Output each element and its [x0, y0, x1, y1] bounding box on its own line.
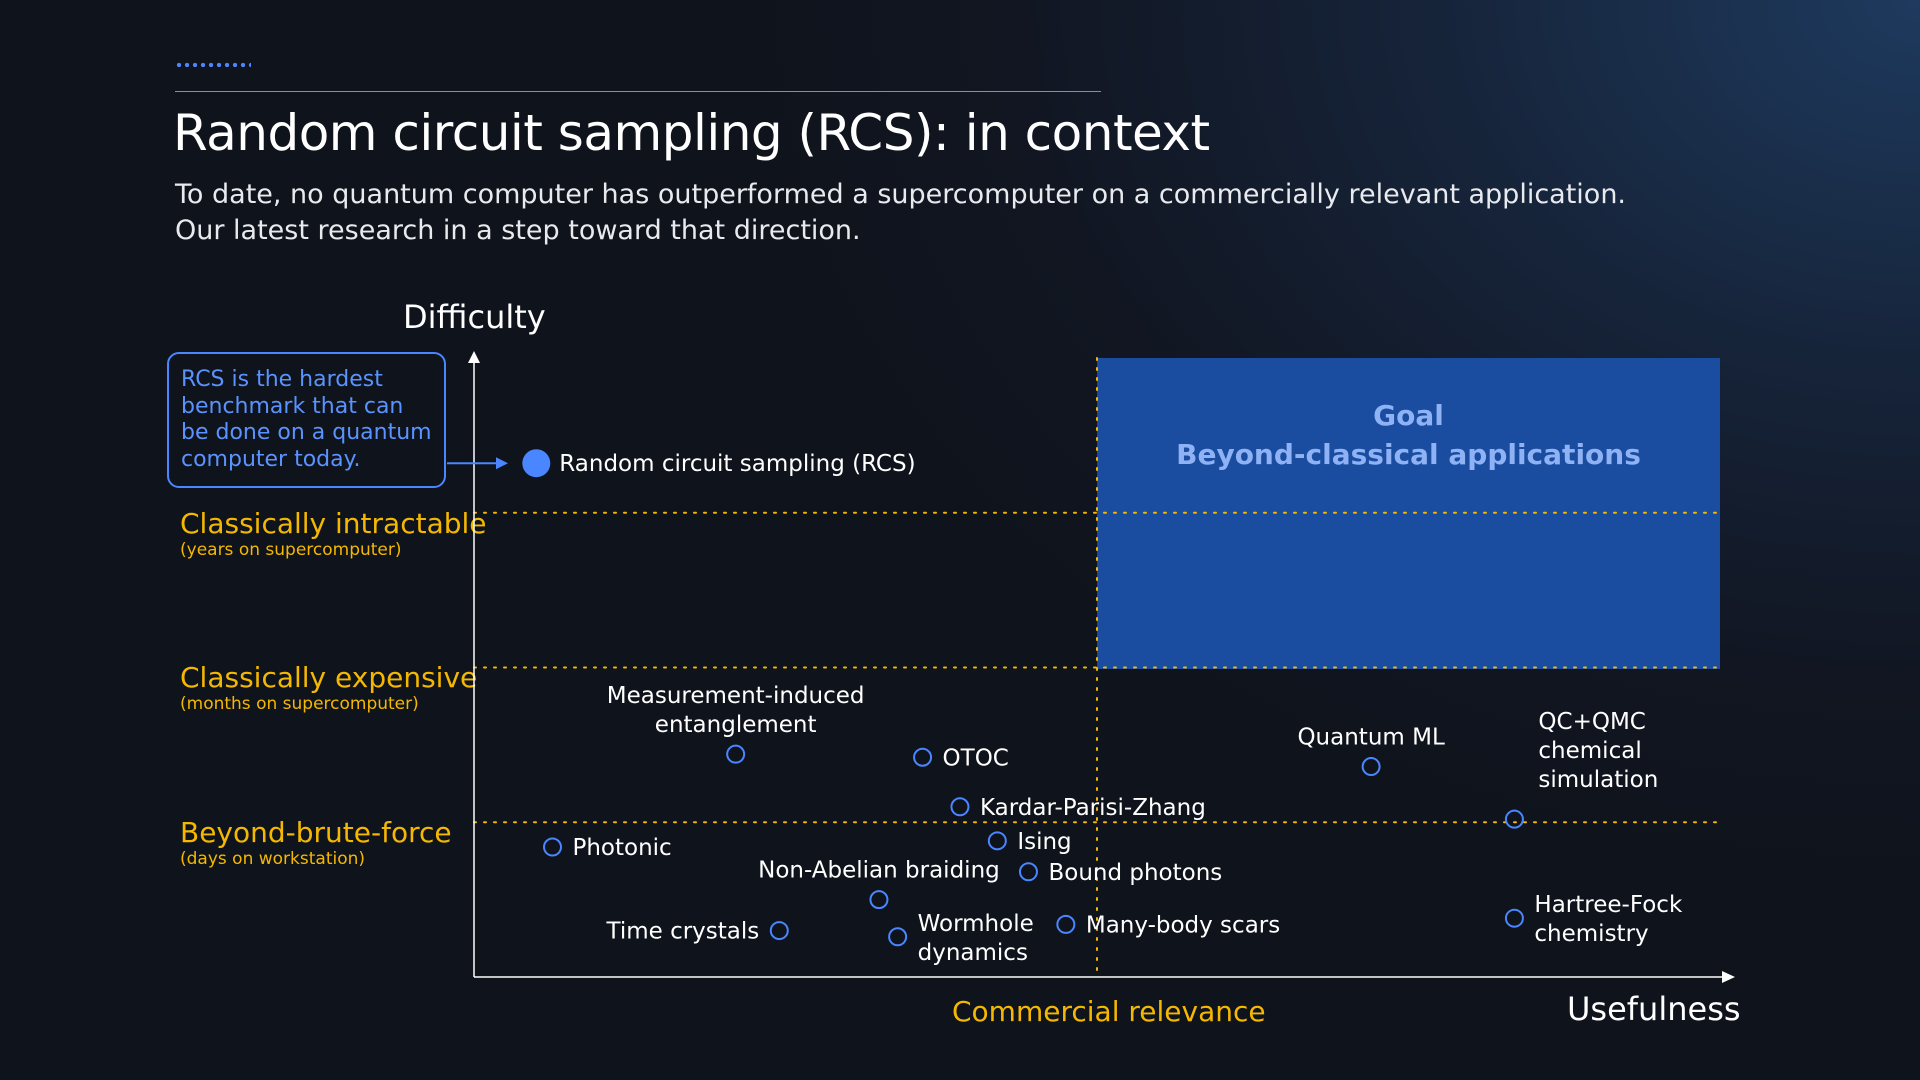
commercial-relevance-label: Commercial relevance — [952, 995, 1266, 1028]
data-point — [542, 837, 562, 857]
level-name: Beyond-brute-force — [180, 816, 452, 849]
point-label: OTOC — [943, 745, 1009, 771]
data-point — [1361, 757, 1381, 777]
goal-subtitle: Beyond-classical applications — [1176, 438, 1641, 471]
data-point — [1018, 862, 1038, 882]
point-label: Bound photons — [1048, 860, 1222, 886]
level-beyond-brute-force: Beyond-brute-force (days on workstation) — [180, 816, 452, 870]
slide-title: Random circuit sampling (RCS): in contex… — [173, 104, 1210, 162]
level-classically-expensive: Classically expensive (months on superco… — [180, 661, 478, 715]
data-point — [769, 921, 789, 941]
level-note: (days on workstation) — [180, 849, 366, 869]
x-axis-arrowhead — [1722, 971, 1735, 983]
y-axis-arrowhead — [468, 351, 480, 363]
data-point — [522, 449, 551, 478]
level-classically-intractable: Classically intractable (years on superc… — [180, 507, 487, 561]
callout-arrowhead — [496, 457, 508, 470]
point-label: Many-body scars — [1086, 912, 1280, 938]
data-point — [726, 744, 746, 764]
data-point — [987, 831, 1007, 851]
x-axis-title: Usefulness — [1567, 990, 1741, 1028]
data-point — [1504, 809, 1524, 829]
level-note: (months on supercomputer) — [180, 694, 419, 714]
point-label: Kardar-Parisi-Zhang — [980, 795, 1206, 821]
subtitle-line-2: Our latest research in a step toward tha… — [175, 215, 861, 246]
data-point — [888, 927, 908, 947]
point-label: Time crystals — [605, 919, 759, 945]
level-name: Classically intractable — [180, 507, 487, 540]
dots-decoration — [175, 62, 251, 68]
data-point — [1504, 908, 1524, 928]
subtitle-line-1: To date, no quantum computer has outperf… — [175, 179, 1627, 210]
data-point — [950, 797, 970, 817]
level-name: Classically expensive — [180, 661, 478, 694]
point-label: Photonic — [572, 835, 671, 861]
point-label: Non-Abelian braiding — [758, 858, 1000, 884]
title-rule — [175, 91, 1101, 92]
data-point — [1056, 914, 1076, 934]
slide-subtitle: To date, no quantum computer has outperf… — [175, 177, 1626, 249]
y-axis-title: Difficulty — [403, 298, 546, 336]
rcs-callout: RCS is the hardest benchmark that can be… — [167, 352, 446, 488]
point-label: Quantum ML — [1297, 725, 1445, 751]
level-note: (years on supercomputer) — [180, 540, 402, 560]
data-point — [913, 747, 933, 767]
data-point — [869, 890, 889, 910]
goal-label: Goal Beyond-classical applications — [1097, 396, 1720, 474]
goal-title: Goal — [1373, 399, 1444, 432]
point-label: Ising — [1017, 829, 1071, 855]
point-label: Random circuit sampling (RCS) — [559, 451, 915, 477]
